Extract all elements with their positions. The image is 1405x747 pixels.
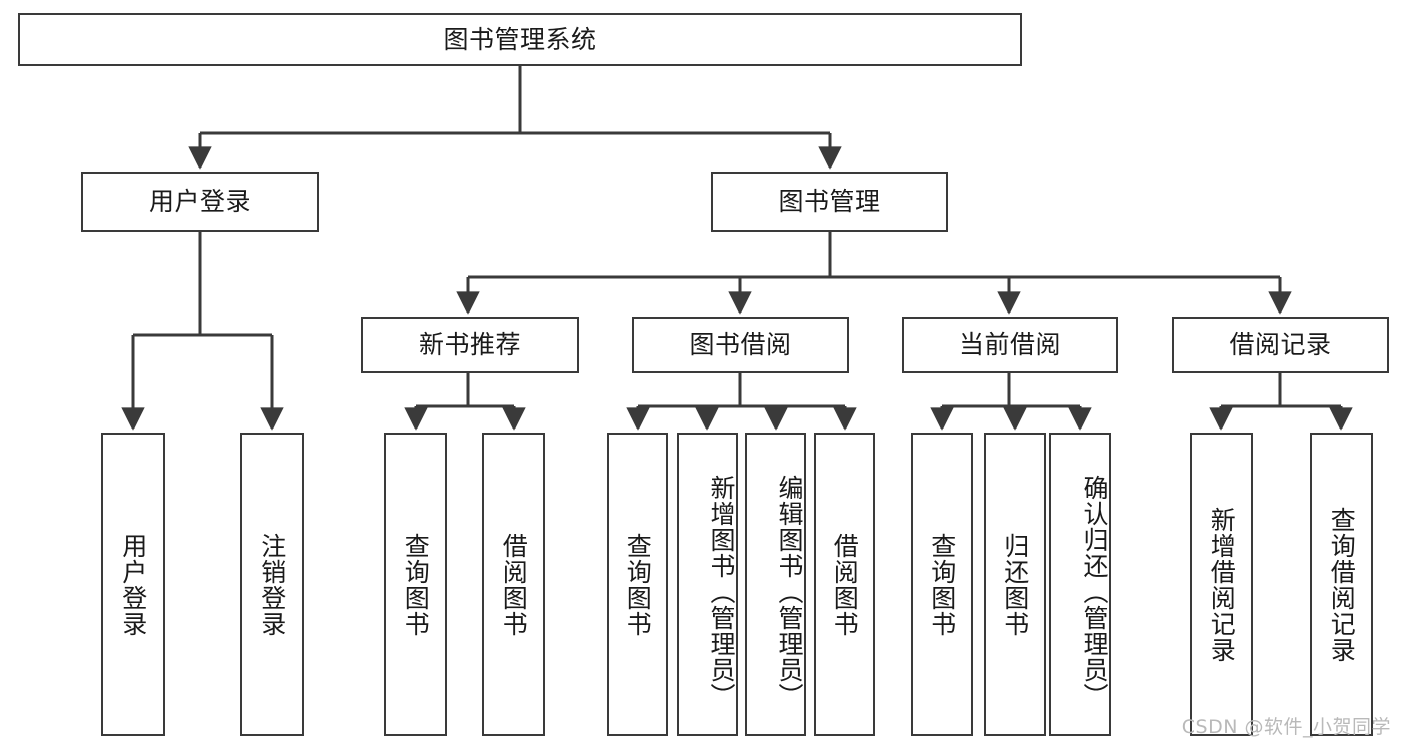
node-leaf-query-book-borrow[interactable]: 查询图书 (607, 433, 668, 736)
node-leaf-query-book-current[interactable]: 查询图书 (911, 433, 973, 736)
node-leaf-user-login[interactable]: 用户登录 (101, 433, 165, 736)
node-leaf-query-book-recommend[interactable]: 查询图书 (384, 433, 447, 736)
node-current-borrow[interactable]: 当前借阅 (902, 317, 1118, 373)
node-borrow-record[interactable]: 借阅记录 (1172, 317, 1389, 373)
node-leaf-add-book-admin[interactable]: 新增图书（管理员） (677, 433, 738, 736)
node-root[interactable]: 图书管理系统 (18, 13, 1022, 66)
node-leaf-logout[interactable]: 注销登录 (240, 433, 304, 736)
node-leaf-query-borrow-record[interactable]: 查询借阅记录 (1310, 433, 1373, 736)
node-leaf-edit-book-admin[interactable]: 编辑图书（管理员） (745, 433, 806, 736)
node-leaf-borrow-book[interactable]: 借阅图书 (814, 433, 875, 736)
node-leaf-return-book[interactable]: 归还图书 (984, 433, 1046, 736)
node-book-borrow[interactable]: 图书借阅 (632, 317, 849, 373)
node-leaf-borrow-book-recommend[interactable]: 借阅图书 (482, 433, 545, 736)
node-leaf-confirm-return-admin[interactable]: 确认归还（管理员） (1049, 433, 1111, 736)
node-leaf-add-borrow-record[interactable]: 新增借阅记录 (1190, 433, 1253, 736)
node-book-manage[interactable]: 图书管理 (711, 172, 948, 232)
node-new-book-recommend[interactable]: 新书推荐 (361, 317, 579, 373)
node-user-login[interactable]: 用户登录 (81, 172, 319, 232)
